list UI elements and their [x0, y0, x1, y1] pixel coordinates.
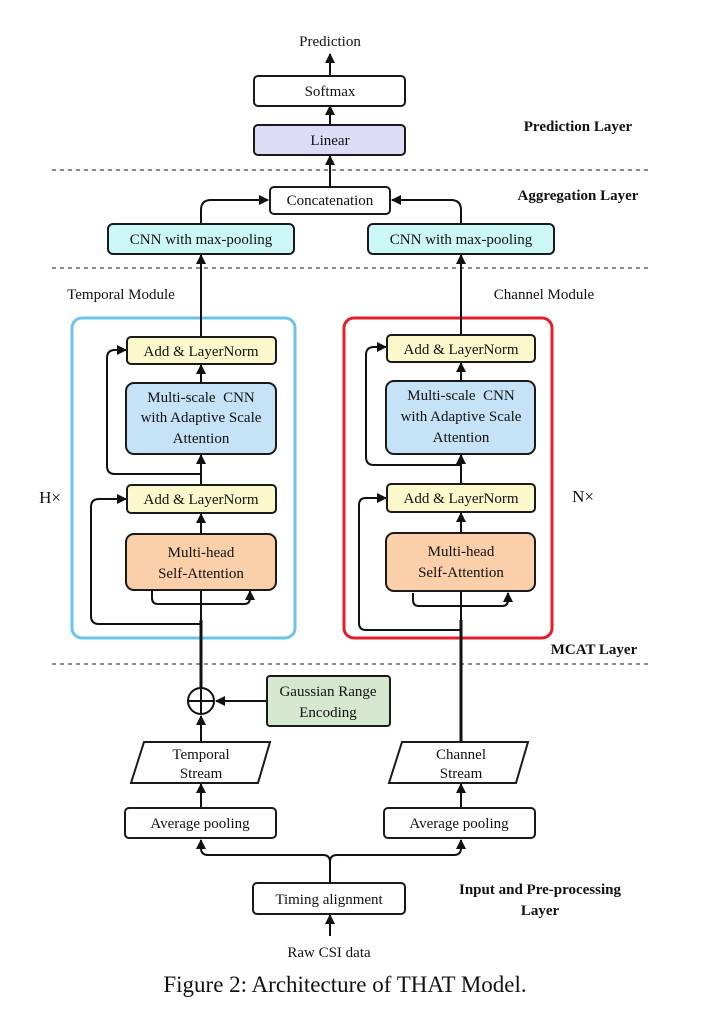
softmax-box: [253, 75, 406, 107]
t-msc-line2: with Adaptive Scale: [141, 410, 262, 426]
t-mha-line2: Self-Attention: [158, 566, 244, 582]
layer-label-aggregation: Aggregation Layer: [518, 188, 639, 204]
arrow-cnnleft-concat: [200, 195, 269, 224]
c-addnorm-bot-label: Add & LayerNorm: [404, 491, 519, 507]
layer-label-mcat: MCAT Layer: [551, 642, 638, 658]
gaussian-line1: Gaussian Range: [279, 684, 376, 700]
cnn-right-box: [367, 223, 555, 255]
t-mha-line1: Multi-head: [168, 545, 235, 561]
arrow-timing-split-right: [329, 839, 466, 863]
channel-module-frame: [342, 316, 554, 640]
layer-label-input-line1: Input and Pre-processing: [459, 882, 621, 898]
avgpool-right-box: [383, 807, 536, 839]
avgpool-left-label: Average pooling: [150, 816, 250, 832]
t-residual-top: [106, 345, 201, 475]
t-addnorm-bot-label: Add & LayerNorm: [144, 492, 259, 508]
temporal-module-frame: [70, 316, 297, 640]
channel-stream-line1: Channel: [436, 747, 486, 763]
gaussian-range-encoding-box: [266, 675, 391, 727]
c-qkv-heads: [412, 593, 508, 598]
t-addnorm-top-label: Add & LayerNorm: [144, 344, 259, 360]
prediction-output-label: Prediction: [299, 34, 361, 50]
temporal-stream-line2: Stream: [180, 766, 223, 782]
t-addnorm-bot-box: [126, 484, 277, 514]
c-msc-line1: Multi-scale CNN: [407, 388, 515, 404]
linear-label: Linear: [310, 133, 349, 149]
raw-csi-label: Raw CSI data: [287, 945, 371, 961]
t-qkv-heads: [151, 591, 250, 596]
channel-stream-shape: [387, 741, 530, 784]
channel-stream-line2: Stream: [440, 766, 483, 782]
temporal-module-title: Temporal Module: [67, 287, 175, 303]
t-msc-box: [125, 382, 277, 455]
c-residual-top: [365, 342, 461, 466]
concatenation-label: Concatenation: [287, 193, 374, 209]
cnn-right-label: CNN with max-pooling: [390, 232, 533, 248]
cnn-left-label: CNN with max-pooling: [130, 232, 273, 248]
h-repeat-label: H×: [39, 488, 61, 507]
c-msc-box: [385, 380, 536, 455]
c-addnorm-top-label: Add & LayerNorm: [404, 342, 519, 358]
temporal-stream-shape: [129, 741, 272, 784]
c-mha-line1: Multi-head: [428, 544, 495, 560]
channel-module-title: Channel Module: [494, 287, 595, 303]
arrow-timing-split: [196, 839, 331, 883]
add-positional-encoding-icon: [187, 687, 215, 715]
c-residual-bottom: [358, 493, 461, 631]
n-repeat-label: N×: [572, 487, 594, 506]
t-mha-box: [125, 533, 277, 591]
figure-caption: Figure 2: Architecture of THAT Model.: [163, 972, 526, 997]
c-msc-line2: with Adaptive Scale: [401, 409, 522, 425]
t-msc-line3: Attention: [173, 431, 230, 447]
t-addnorm-top-box: [126, 336, 277, 365]
avgpool-left-box: [124, 807, 277, 839]
c-addnorm-bot-box: [386, 483, 536, 513]
arrow-cnnright-concat: [391, 195, 462, 224]
c-mha-box: [385, 532, 536, 592]
temporal-stream-line1: Temporal: [172, 747, 229, 763]
t-msc-line1: Multi-scale CNN: [147, 390, 255, 406]
linear-box: [253, 124, 406, 156]
layer-label-input-line2: Layer: [521, 903, 560, 919]
timing-alignment-box: [252, 882, 406, 915]
c-mha-line2: Self-Attention: [418, 565, 504, 581]
layer-label-prediction: Prediction Layer: [524, 119, 633, 135]
cnn-left-box: [107, 223, 295, 255]
gaussian-line2: Encoding: [299, 705, 357, 721]
c-addnorm-top-box: [386, 334, 536, 363]
concatenation-box: [269, 186, 391, 215]
timing-alignment-label: Timing alignment: [275, 892, 383, 908]
c-msc-line3: Attention: [433, 430, 490, 446]
softmax-label: Softmax: [305, 84, 356, 100]
t-residual-bottom: [90, 494, 201, 625]
avgpool-right-label: Average pooling: [409, 816, 509, 832]
